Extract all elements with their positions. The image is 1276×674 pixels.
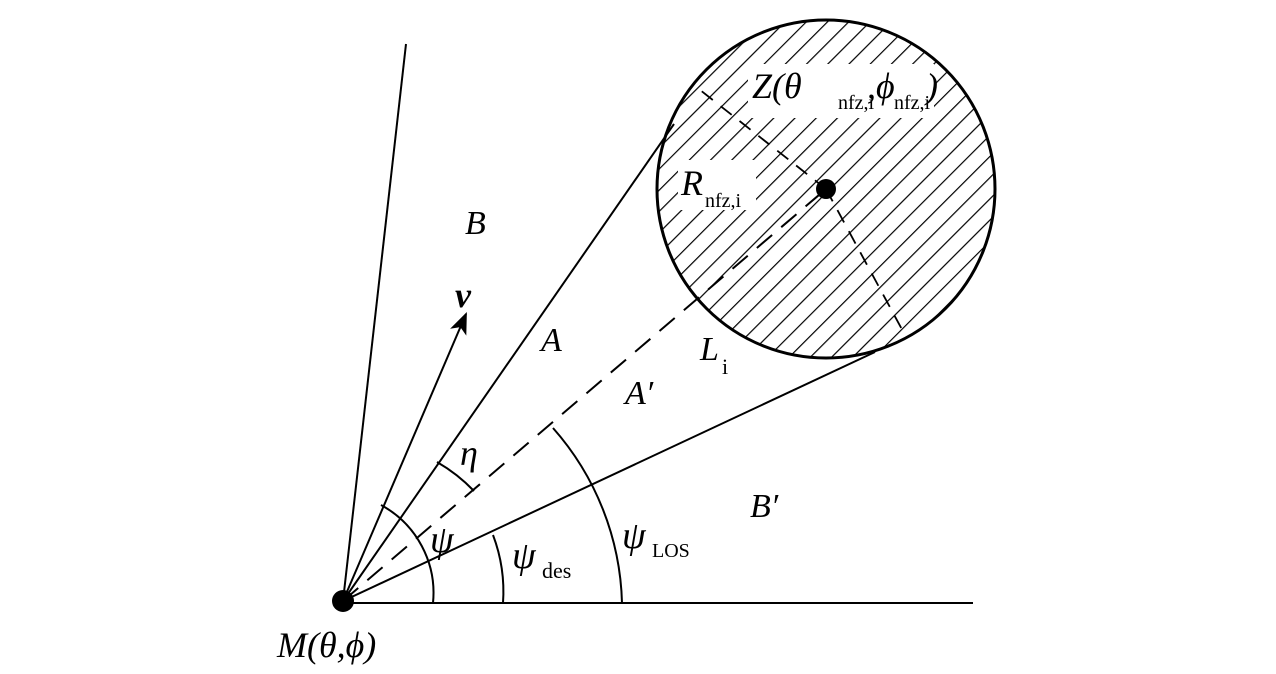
psi-arc [380, 504, 435, 604]
region-b-label: B [465, 205, 486, 242]
z-subscript-phi: nfz,i [894, 92, 931, 114]
z-subscript-theta: nfz,i [838, 92, 875, 114]
psi-los-subscript: LOS [652, 540, 690, 562]
upper-tangent-line [342, 123, 675, 602]
l-subscript: i [722, 354, 728, 379]
region-b-prime-label: B′ [750, 488, 779, 525]
r-label-background [678, 160, 756, 210]
psi-des-arc [492, 534, 505, 604]
region-a-prime-label: A′ [623, 375, 654, 412]
psi-des-label: ψ [512, 535, 537, 577]
m-point-label: M(θ,ϕ) [276, 625, 376, 665]
z-label-background [748, 64, 934, 118]
z-label-end: ) [924, 66, 938, 106]
psi-los-arc [552, 427, 623, 604]
r-subscript: nfz,i [705, 190, 742, 212]
eta-label: η [460, 433, 478, 473]
region-a-label: A [539, 322, 562, 359]
l-label: L [699, 331, 719, 368]
psi-label: ψ [430, 519, 455, 561]
psi-los-label: ψ [622, 515, 647, 557]
z-label-phi: ,ϕ [867, 66, 895, 106]
zone-center-point [816, 179, 836, 199]
velocity-label: v [455, 275, 472, 315]
radius-upper-dashed [694, 85, 827, 190]
lower-tangent-line [342, 351, 876, 602]
radius-lower-dashed [825, 188, 906, 336]
psi-des-subscript: des [542, 558, 571, 583]
z-label-main: Z(θ [752, 66, 802, 106]
velocity-arrow [342, 311, 467, 602]
m-point [332, 590, 354, 612]
eta-arc [436, 461, 475, 492]
left-boundary-line [342, 43, 407, 602]
line-of-sight-dashed [342, 188, 827, 602]
r-label: R [680, 163, 703, 203]
